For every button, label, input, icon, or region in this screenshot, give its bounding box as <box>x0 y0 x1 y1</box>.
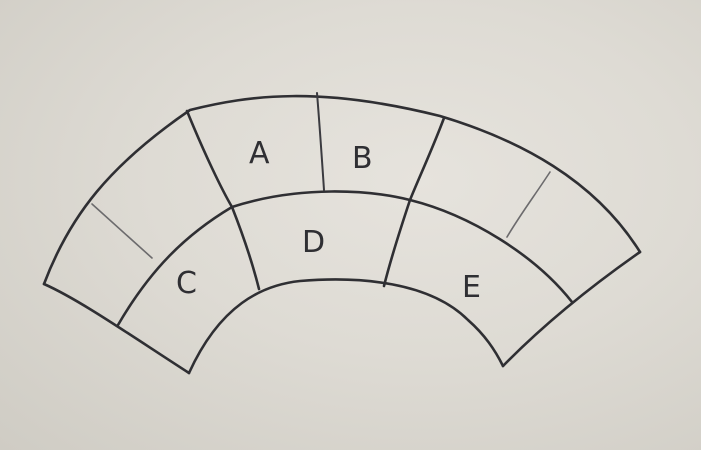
divider-outer-left <box>91 203 153 259</box>
divider-outer-right <box>506 171 551 238</box>
region-label-a: A <box>249 136 270 171</box>
divider-a-b <box>316 92 325 191</box>
divider-b-right <box>408 116 446 202</box>
divider-d-e <box>382 198 412 288</box>
region-label-b: B <box>352 141 373 176</box>
middle-arc <box>116 190 574 327</box>
region-label-e: E <box>462 270 481 305</box>
region-label-c: C <box>176 266 197 301</box>
divider-c-d <box>230 205 261 291</box>
inner-arc <box>187 278 505 375</box>
outer-arc <box>42 94 642 286</box>
right-base-edge <box>501 250 642 368</box>
divider-a-left <box>185 109 234 209</box>
left-base-edge <box>42 282 191 375</box>
region-label-d: D <box>302 225 325 260</box>
